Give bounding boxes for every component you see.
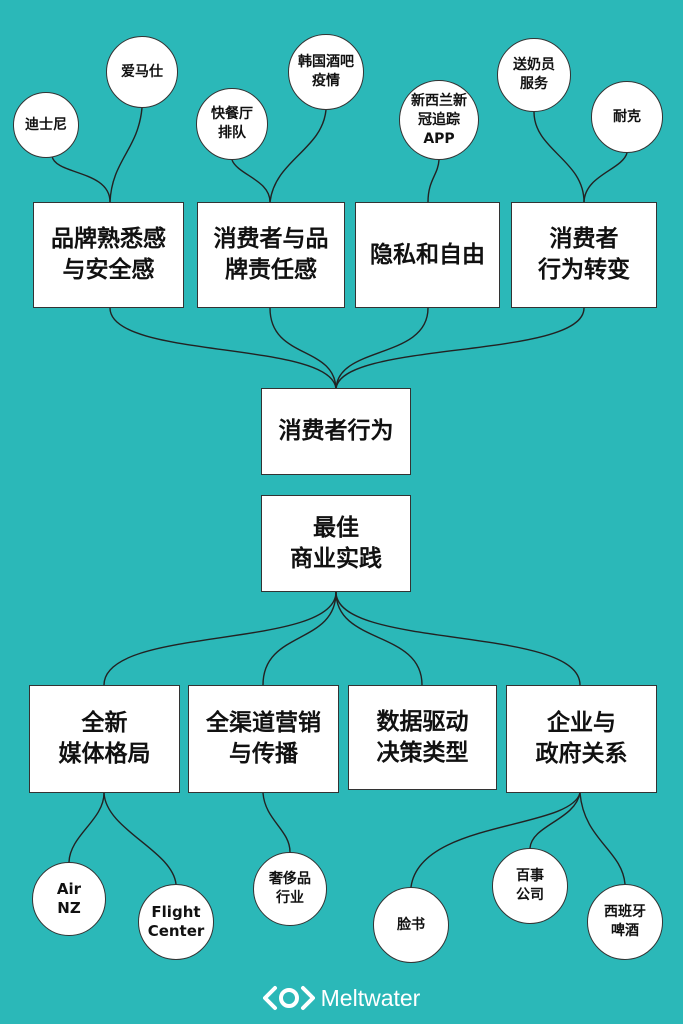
upper-category-2: 消费者与品 牌责任感 — [197, 202, 345, 308]
lower-category-1: 全新 媒体格局 — [29, 685, 180, 793]
lower-category-2: 全渠道营销 与传播 — [188, 685, 339, 793]
example-bubble-facebook: 脸书 — [373, 887, 449, 963]
brand-footer: Meltwater — [0, 982, 683, 1014]
upper-category-1: 品牌熟悉感 与安全感 — [33, 202, 184, 308]
example-bubble-fastfood-queue: 快餐厅 排队 — [196, 88, 268, 160]
example-bubble-nike: 耐克 — [591, 81, 663, 153]
connector-upper-4-to-milkman — [533, 111, 585, 203]
connector-center-to-upper-4 — [335, 307, 585, 391]
example-bubble-korea-bar: 韩国酒吧 疫情 — [288, 34, 364, 110]
connector-lower-4-to-facebook — [410, 792, 581, 888]
connector-lower-1-to-flight-center — [103, 792, 177, 885]
example-bubble-pepsi: 百事 公司 — [492, 848, 568, 924]
connector-upper-4-to-nike — [583, 152, 628, 203]
connector-center-to-upper-2 — [269, 307, 337, 391]
example-bubble-luxury: 奢侈品 行业 — [253, 852, 327, 926]
connector-upper-3-to-nz-app — [427, 159, 440, 203]
connector-center-to-upper-1 — [109, 307, 337, 391]
lower-category-4: 企业与 政府关系 — [506, 685, 657, 793]
center-topic-best-practice: 最佳 商业实践 — [261, 495, 411, 592]
connector-upper-1-to-disney — [51, 155, 111, 203]
upper-category-3: 隐私和自由 — [355, 202, 500, 308]
connector-center-to-lower-3 — [335, 591, 423, 686]
connector-lower-1-to-air-nz — [68, 792, 105, 863]
example-bubble-hermes: 爱马仕 — [106, 36, 178, 108]
connector-center-to-lower-2 — [262, 591, 337, 686]
example-bubble-disney: 迪士尼 — [13, 92, 79, 158]
connector-center-to-upper-3 — [335, 307, 429, 391]
example-bubble-spain-beer: 西班牙 啤酒 — [587, 884, 663, 960]
connector-upper-2-to-korea-bar — [269, 109, 327, 203]
example-bubble-nz-tracing-app: 新西兰新 冠追踪 APP — [399, 80, 479, 160]
connector-upper-1-to-hermes — [109, 107, 143, 203]
example-bubble-flight-center: Flight Center — [138, 884, 214, 960]
connector-lower-4-to-pepsi — [529, 792, 581, 849]
lower-category-3: 数据驱动 决策类型 — [348, 685, 497, 790]
connector-upper-2-to-fastfood — [231, 159, 271, 203]
example-bubble-air-nz: Air NZ — [32, 862, 106, 936]
brand-name: Meltwater — [320, 984, 421, 1011]
meltwater-logo-icon — [262, 986, 315, 1010]
center-topic-consumer-behavior: 消费者行为 — [261, 388, 411, 475]
example-bubble-milkman: 送奶员 服务 — [497, 38, 571, 112]
upper-category-4: 消费者 行为转变 — [511, 202, 657, 308]
connector-lower-2-to-luxury — [262, 792, 291, 853]
connector-center-to-lower-1 — [103, 591, 337, 686]
connector-lower-4-to-spain-beer — [579, 792, 626, 885]
connector-center-to-lower-4 — [335, 591, 581, 686]
